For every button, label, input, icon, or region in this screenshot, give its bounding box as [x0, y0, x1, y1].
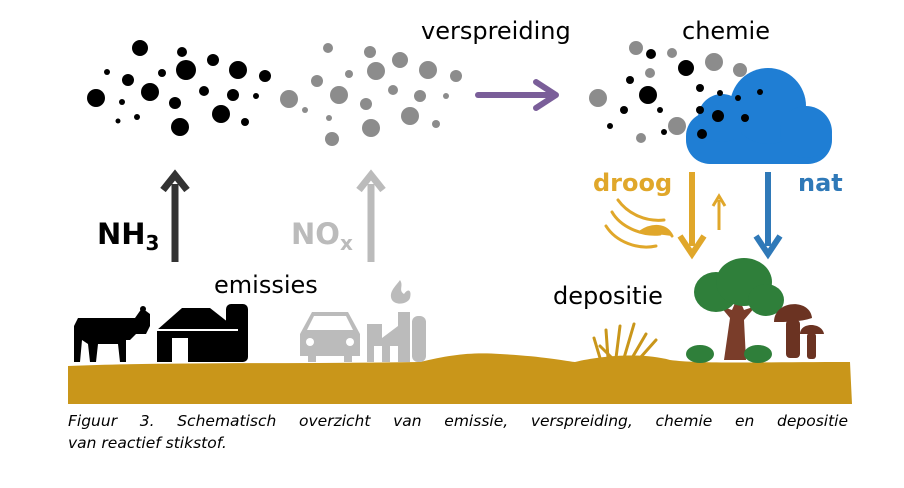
nox-label-sub: x [340, 231, 353, 255]
emissions-label: emissies [214, 271, 318, 299]
spread-label: verspreiding [421, 17, 571, 45]
nox-label-base: NO [291, 217, 340, 251]
wet-arrow [753, 172, 783, 260]
dry-arrow-down [677, 172, 707, 260]
nh3-label: NH3 [97, 217, 159, 255]
deposition-label: depositie [553, 282, 663, 310]
figure-caption: Figuur 3. Schematisch overzicht van emis… [68, 410, 848, 454]
chemistry-particles-grey [589, 41, 767, 143]
cow-icon [74, 306, 150, 362]
chemistry-label: chemie [682, 17, 770, 45]
nox-arrow [356, 169, 386, 262]
wet-label: nat [798, 169, 843, 197]
car-icon [300, 312, 360, 362]
nox-particles [280, 43, 462, 146]
caption-line-2: van reactief stikstof. [68, 434, 227, 452]
dry-label: droog [593, 169, 672, 197]
grass-icon [592, 322, 658, 360]
dry-arrow-up [711, 193, 727, 230]
caption-line-1: Figuur 3. Schematisch overzicht van emis… [68, 412, 848, 430]
nh3-particles [87, 40, 271, 136]
nh3-label-sub: 3 [146, 231, 160, 255]
cloud-icon [686, 68, 832, 164]
leaves-icon [604, 198, 674, 249]
spread-arrow [475, 79, 559, 111]
mushroom-icon [774, 304, 824, 359]
ground [68, 353, 852, 404]
tree-icon [686, 258, 784, 363]
nh3-arrow [160, 169, 190, 262]
nh3-label-base: NH [97, 217, 146, 251]
barn-icon [157, 304, 248, 362]
factory-icon [367, 280, 426, 362]
chemistry-particles-black [607, 49, 763, 139]
nox-label: NOx [291, 217, 353, 255]
